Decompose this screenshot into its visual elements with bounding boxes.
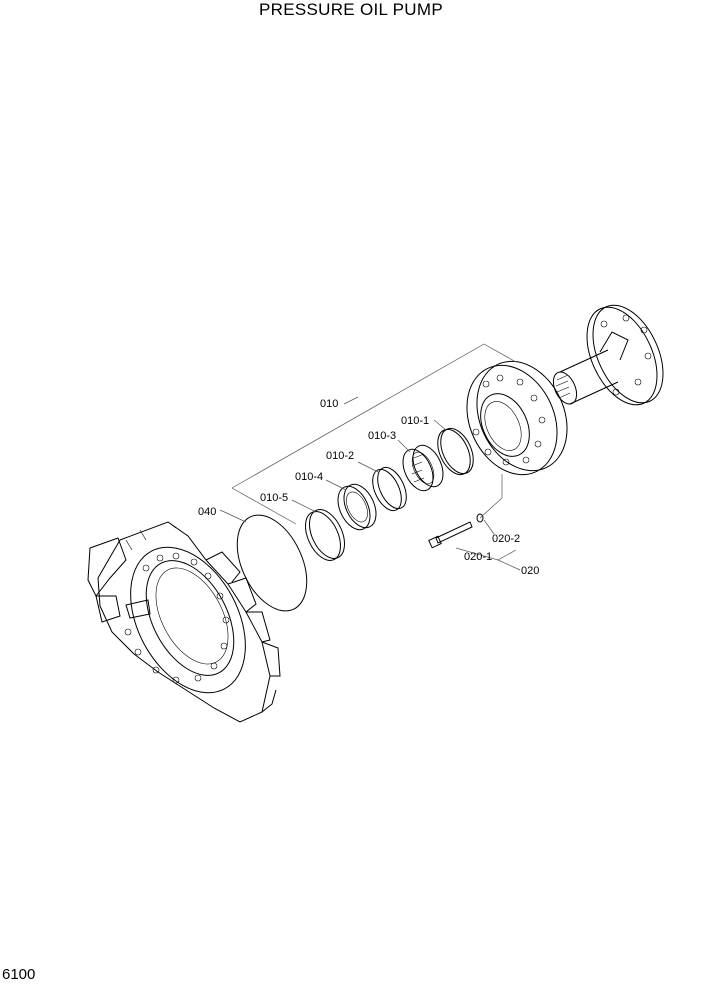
callout-020: 020 [521,565,539,577]
ring-010-2 [372,466,407,512]
ring-010-1 [437,427,474,476]
callout-020-1: 020-1 [464,551,492,563]
housing-part [87,521,281,723]
o-ring-020-2 [476,513,484,523]
leader-lines [219,343,521,571]
callout-020-2: 020-2 [492,533,520,545]
o-ring-040 [236,514,308,612]
bolt-020-1 [428,521,473,549]
callout-010-2: 010-2 [326,450,354,462]
pump-body-010 [466,360,568,476]
bearing-010-3 [402,444,444,492]
seal-010-4 [337,483,377,531]
callout-010-5: 010-5 [260,492,288,504]
callout-010-4: 010-4 [295,471,323,483]
page-title: PRESSURE OIL PUMP [259,0,443,19]
callout-040: 040 [198,506,216,518]
callout-010-1: 010-1 [401,415,429,427]
page-code: 6100 [2,966,36,983]
shaft-flange [552,304,664,406]
callout-010-3: 010-3 [368,430,396,442]
ring-010-5 [305,509,345,561]
callout-010: 010 [320,398,338,410]
